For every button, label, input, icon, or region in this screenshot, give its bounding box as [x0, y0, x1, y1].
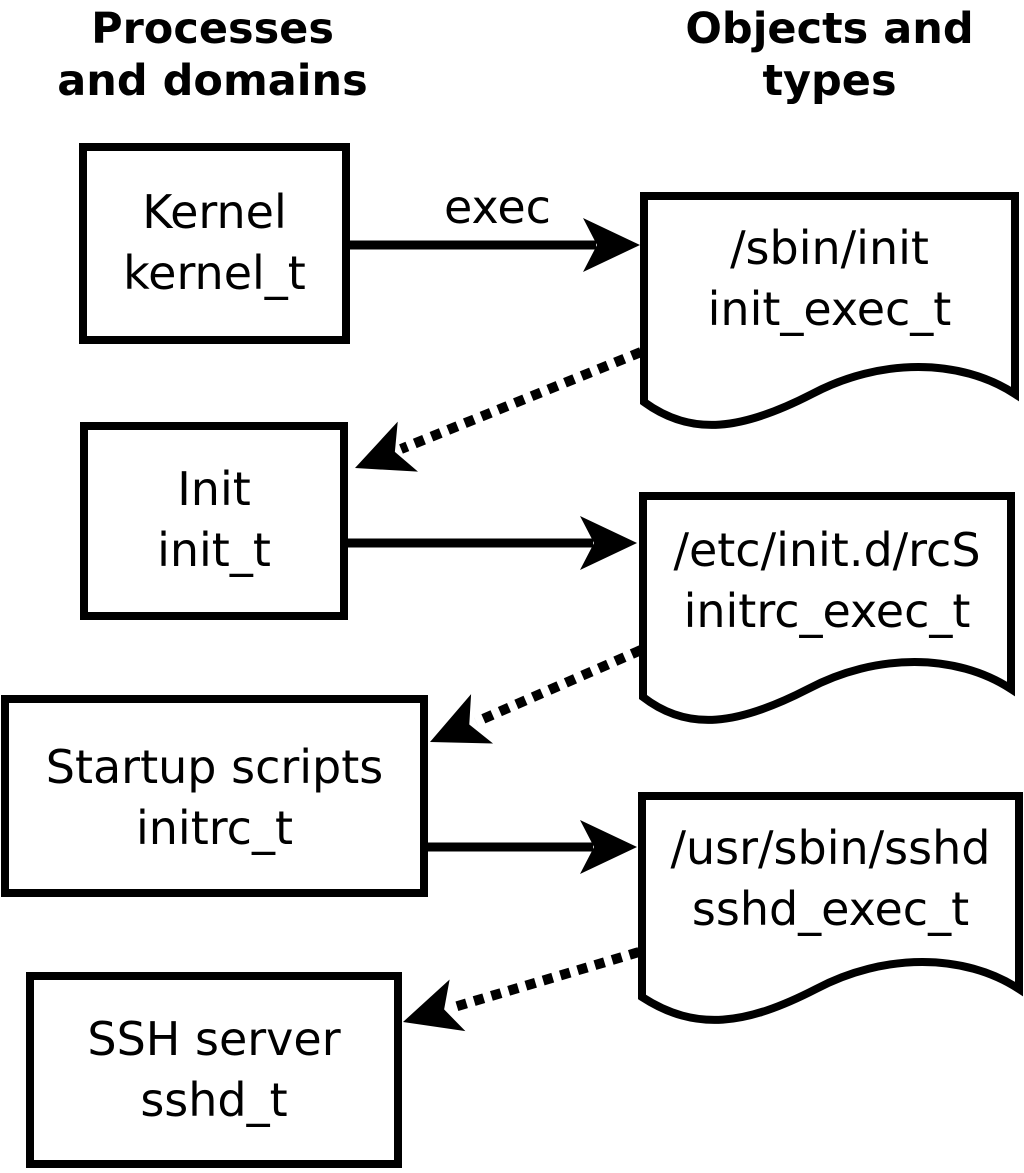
process-label-startup-scripts: Startup scripts initrc_t — [1, 737, 428, 859]
header-left-line1: Processes — [91, 4, 334, 54]
process-name: SSH server — [87, 1012, 341, 1066]
process-name: Init — [177, 462, 251, 516]
object-label-etc-initd-rcs: /etc/init.d/rcS initrc_exec_t — [639, 520, 1015, 642]
transition-arrowhead-to-initrc-t — [430, 694, 494, 744]
transition-arrow-to-init-t — [399, 347, 643, 454]
transition-arrowhead-to-init-t — [355, 421, 418, 472]
exec-arrowhead-init-to-rcs — [580, 516, 637, 570]
process-type: sshd_t — [140, 1073, 288, 1127]
column-header-objects-and-types: Objects and types — [647, 3, 1012, 107]
object-type: init_exec_t — [707, 282, 952, 336]
object-path: /sbin/init — [730, 221, 929, 275]
header-left-line2: and domains — [57, 56, 368, 106]
header-right-line2: types — [762, 56, 897, 106]
transition-arrow-to-initrc-t — [474, 645, 643, 727]
transition-arrowhead-to-sshd-t — [403, 979, 466, 1032]
object-type: sshd_exec_t — [691, 882, 970, 936]
process-type: initrc_t — [136, 801, 293, 855]
object-label-usr-sbin-sshd: /usr/sbin/sshd sshd_exec_t — [638, 818, 1023, 940]
process-box-init — [80, 422, 348, 620]
process-box-kernel — [79, 143, 350, 344]
process-name: Startup scripts — [45, 740, 384, 794]
process-box-ssh-server — [26, 972, 402, 1168]
process-name: Kernel — [142, 185, 287, 239]
object-document-etc-initd-rcs — [639, 492, 1015, 724]
object-type: initrc_exec_t — [683, 584, 971, 638]
process-label-kernel: Kernel kernel_t — [79, 182, 350, 304]
exec-arrowhead-kernel-to-sbin-init — [583, 218, 640, 272]
process-label-ssh-server: SSH server sshd_t — [26, 1009, 402, 1131]
exec-arrow-label: exec — [444, 180, 551, 234]
process-type: kernel_t — [123, 246, 306, 300]
object-path: /etc/init.d/rcS — [673, 523, 981, 577]
process-box-startup-scripts — [1, 695, 428, 897]
object-document-sbin-init — [640, 192, 1019, 429]
column-header-processes-and-domains: Processes and domains — [30, 3, 395, 107]
transition-arrow-to-sshd-t — [449, 947, 641, 1013]
object-path: /usr/sbin/sshd — [670, 821, 991, 875]
exec-arrowhead-startup-to-sshd — [580, 820, 637, 874]
process-label-init: Init init_t — [80, 459, 348, 581]
object-document-usr-sbin-sshd — [638, 792, 1023, 1024]
process-type: init_t — [157, 523, 271, 577]
object-label-sbin-init: /sbin/init init_exec_t — [640, 218, 1019, 340]
header-right-line1: Objects and — [685, 4, 974, 54]
